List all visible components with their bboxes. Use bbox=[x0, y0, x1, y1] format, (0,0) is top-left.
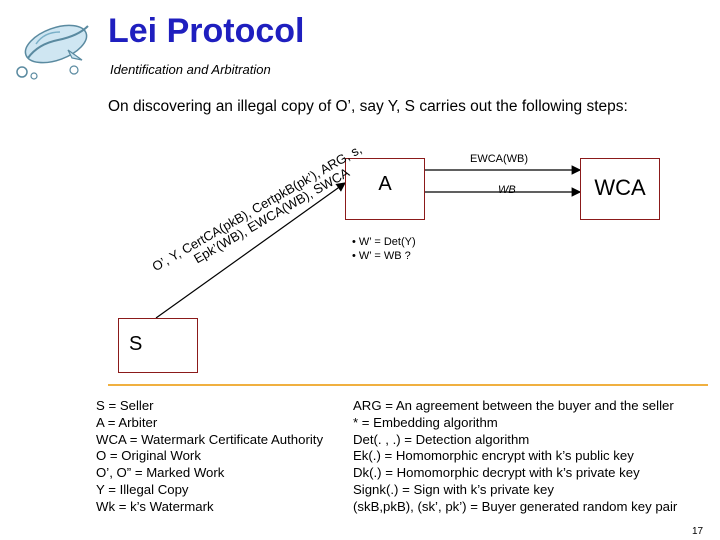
check-line: • W’ = Det(Y) bbox=[352, 236, 416, 248]
box-wca: WCA bbox=[580, 158, 660, 220]
box-arbiter: A bbox=[345, 158, 425, 220]
arrow-mid-label: WB bbox=[498, 184, 516, 196]
arrow-s-to-a bbox=[155, 182, 346, 319]
page-number: 17 bbox=[692, 526, 704, 537]
arrow-top-label: EWCA(WB) bbox=[470, 153, 529, 165]
definition-item: S = Seller bbox=[96, 398, 154, 413]
divider bbox=[108, 384, 708, 386]
definition-item: Wk = k’s Watermark bbox=[96, 498, 214, 514]
check-line: • W’ = WB ? bbox=[352, 250, 411, 262]
page-title: Lei Protocol bbox=[108, 12, 305, 50]
definition-item: WCA = Watermark Certificate Authority bbox=[96, 431, 324, 447]
definition-item: A = Arbiter bbox=[96, 414, 158, 430]
definition-item: Det(. , .) = Detection algorithm bbox=[353, 431, 530, 447]
intro-text: On discovering an illegal copy of O’, sa… bbox=[108, 98, 628, 115]
definition-item: ARG = An agreement between the buyer and… bbox=[353, 398, 674, 413]
arbiter-checks: • W’ = Det(Y) • W’ = WB ? bbox=[352, 235, 416, 263]
definitions-left: S = Seller A = Arbiter WCA = Watermark C… bbox=[96, 398, 323, 516]
subtitle: Identification and Arbitration bbox=[110, 62, 271, 77]
definition-item: * = Embedding algorithm bbox=[353, 414, 498, 430]
definition-item: O’, O” = Marked Work bbox=[96, 465, 225, 481]
box-arbiter-label: A bbox=[378, 173, 392, 195]
definition-item: Y = Illegal Copy bbox=[96, 481, 189, 497]
box-seller: S bbox=[118, 318, 198, 373]
box-seller-label: S bbox=[129, 333, 143, 355]
definition-item: Dk(.) = Homomorphic decrypt with k’s pri… bbox=[353, 465, 640, 481]
dolphin-logo-icon bbox=[16, 24, 89, 80]
definition-item: O = Original Work bbox=[96, 448, 201, 464]
box-wca-label: WCA bbox=[594, 175, 646, 200]
definition-item: Ek(.) = Homomorphic encrypt with k’s pub… bbox=[353, 448, 634, 464]
definitions-right: ARG = An agreement between the buyer and… bbox=[353, 398, 677, 516]
definition-item: Signk(.) = Sign with k’s private key bbox=[353, 481, 554, 497]
definition-item: (skB,pkB), (sk’, pk’) = Buyer generated … bbox=[353, 498, 678, 514]
